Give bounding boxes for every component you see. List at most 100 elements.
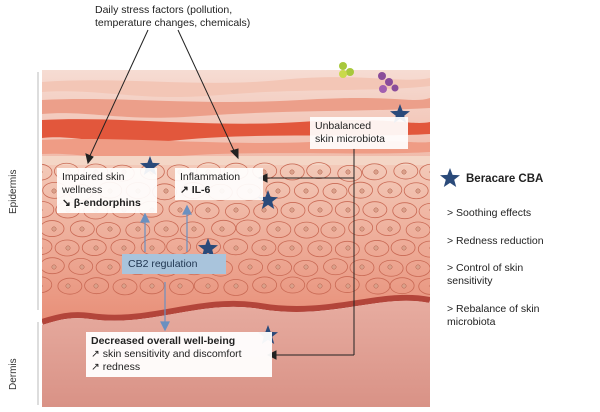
cell-nucleus [289, 207, 295, 213]
cell-nucleus [191, 226, 197, 232]
cell-nucleus [177, 207, 183, 213]
cell-nucleus [261, 283, 267, 289]
skin-cell [377, 181, 403, 199]
cell-nucleus [93, 283, 99, 289]
star-icon [140, 156, 160, 175]
cell-nucleus [205, 283, 211, 289]
cell-nucleus [233, 207, 239, 213]
skin-cell [320, 221, 346, 239]
cell-nucleus [345, 283, 351, 289]
decreased-wellbeing-box: Decreased overall well-being ↗ skin sens… [86, 332, 272, 377]
legend-item-redness: > Redness reduction [447, 235, 544, 247]
skin-cell [392, 202, 418, 220]
skin-cell [223, 279, 249, 296]
cell-nucleus [275, 188, 281, 194]
star-icon [258, 190, 278, 209]
skin-cell [362, 201, 388, 219]
cell-nucleus [345, 207, 351, 213]
skin-cell [42, 276, 53, 293]
skin-cell [180, 221, 205, 239]
skin-cell [405, 260, 430, 277]
skin-cell [334, 201, 360, 218]
cell-nucleus [429, 170, 430, 174]
cell-nucleus [401, 207, 407, 213]
cell-nucleus [205, 207, 211, 213]
stress-line-2: temperature changes, chemicals) [95, 17, 251, 29]
cell-nucleus [219, 226, 225, 232]
cell-nucleus [51, 264, 57, 270]
cell-nucleus [233, 283, 239, 289]
cell-nucleus [247, 264, 253, 270]
cell-nucleus [247, 226, 253, 232]
skin-cell [294, 221, 320, 239]
cell-nucleus [79, 226, 85, 232]
skin-cell [57, 277, 83, 295]
skin-cell [389, 277, 415, 295]
skin-cell [362, 163, 387, 181]
skin-cell [307, 200, 333, 217]
cell-nucleus [233, 245, 239, 251]
skin-cell [84, 277, 110, 295]
skin-cell [323, 258, 348, 276]
sensitivity-line: ↗ skin sensitivity and discomfort [91, 348, 242, 360]
impaired-line-2: wellness [62, 184, 103, 196]
redness-line: ↗ redness [91, 361, 141, 373]
cell-nucleus [373, 283, 379, 289]
skin-cell [306, 162, 332, 180]
skin-cell [348, 181, 373, 199]
skin-cell [251, 239, 277, 257]
cell-nucleus [107, 264, 113, 270]
skin-cell [405, 221, 430, 239]
cell-nucleus [444, 189, 448, 193]
star-icon [198, 238, 218, 257]
cell-nucleus [93, 245, 99, 251]
cell-nucleus [444, 227, 448, 231]
skin-cell [68, 258, 94, 275]
skin-cell [95, 222, 121, 239]
cell-nucleus [177, 283, 183, 289]
skin-cell [267, 259, 293, 276]
legend-title: Beracare CBA [466, 173, 544, 185]
cell-nucleus [121, 283, 127, 289]
skin-cell [349, 259, 375, 277]
skin-cell [42, 220, 65, 237]
skin-cell [334, 240, 360, 258]
cell-nucleus [317, 207, 323, 213]
cell-nucleus [65, 245, 71, 251]
cell-nucleus [317, 245, 323, 251]
cell-nucleus [289, 245, 295, 251]
molecule-green-icon [339, 62, 354, 78]
impaired-line-1: Impaired skin [62, 171, 125, 183]
cell-nucleus [261, 245, 267, 251]
skin-cell [194, 202, 220, 220]
cell-nucleus [163, 188, 169, 194]
inflammation-box: Inflammation ↗ IL-6 [175, 168, 263, 200]
cell-nucleus [51, 188, 57, 194]
skin-cell [306, 277, 332, 295]
skin-cell [112, 278, 138, 296]
cell-nucleus [359, 226, 365, 232]
cb2-regulation-box: CB2 regulation [122, 254, 226, 274]
cell-nucleus [51, 226, 57, 232]
cell-nucleus [429, 284, 430, 288]
cell-nucleus [387, 188, 393, 194]
stress-line-1: Daily stress factors (pollution, [95, 4, 233, 16]
cell-nucleus [275, 226, 281, 232]
cell-nucleus [317, 169, 323, 175]
cell-nucleus [303, 226, 309, 232]
skin-cell [280, 202, 306, 219]
skin-cell [293, 260, 319, 277]
skin-cell [322, 183, 348, 200]
cell-nucleus [177, 245, 183, 251]
cell-nucleus [345, 245, 351, 251]
unbalanced-line-2: skin microbiota [315, 133, 386, 145]
skin-cell [54, 239, 80, 257]
skin-cell [225, 203, 250, 220]
cell-nucleus [415, 264, 421, 270]
skin-cell [417, 240, 430, 258]
skin-cell [42, 238, 53, 255]
cell-nucleus [415, 188, 421, 194]
skin-cell [69, 220, 95, 238]
cell-nucleus [149, 283, 155, 289]
